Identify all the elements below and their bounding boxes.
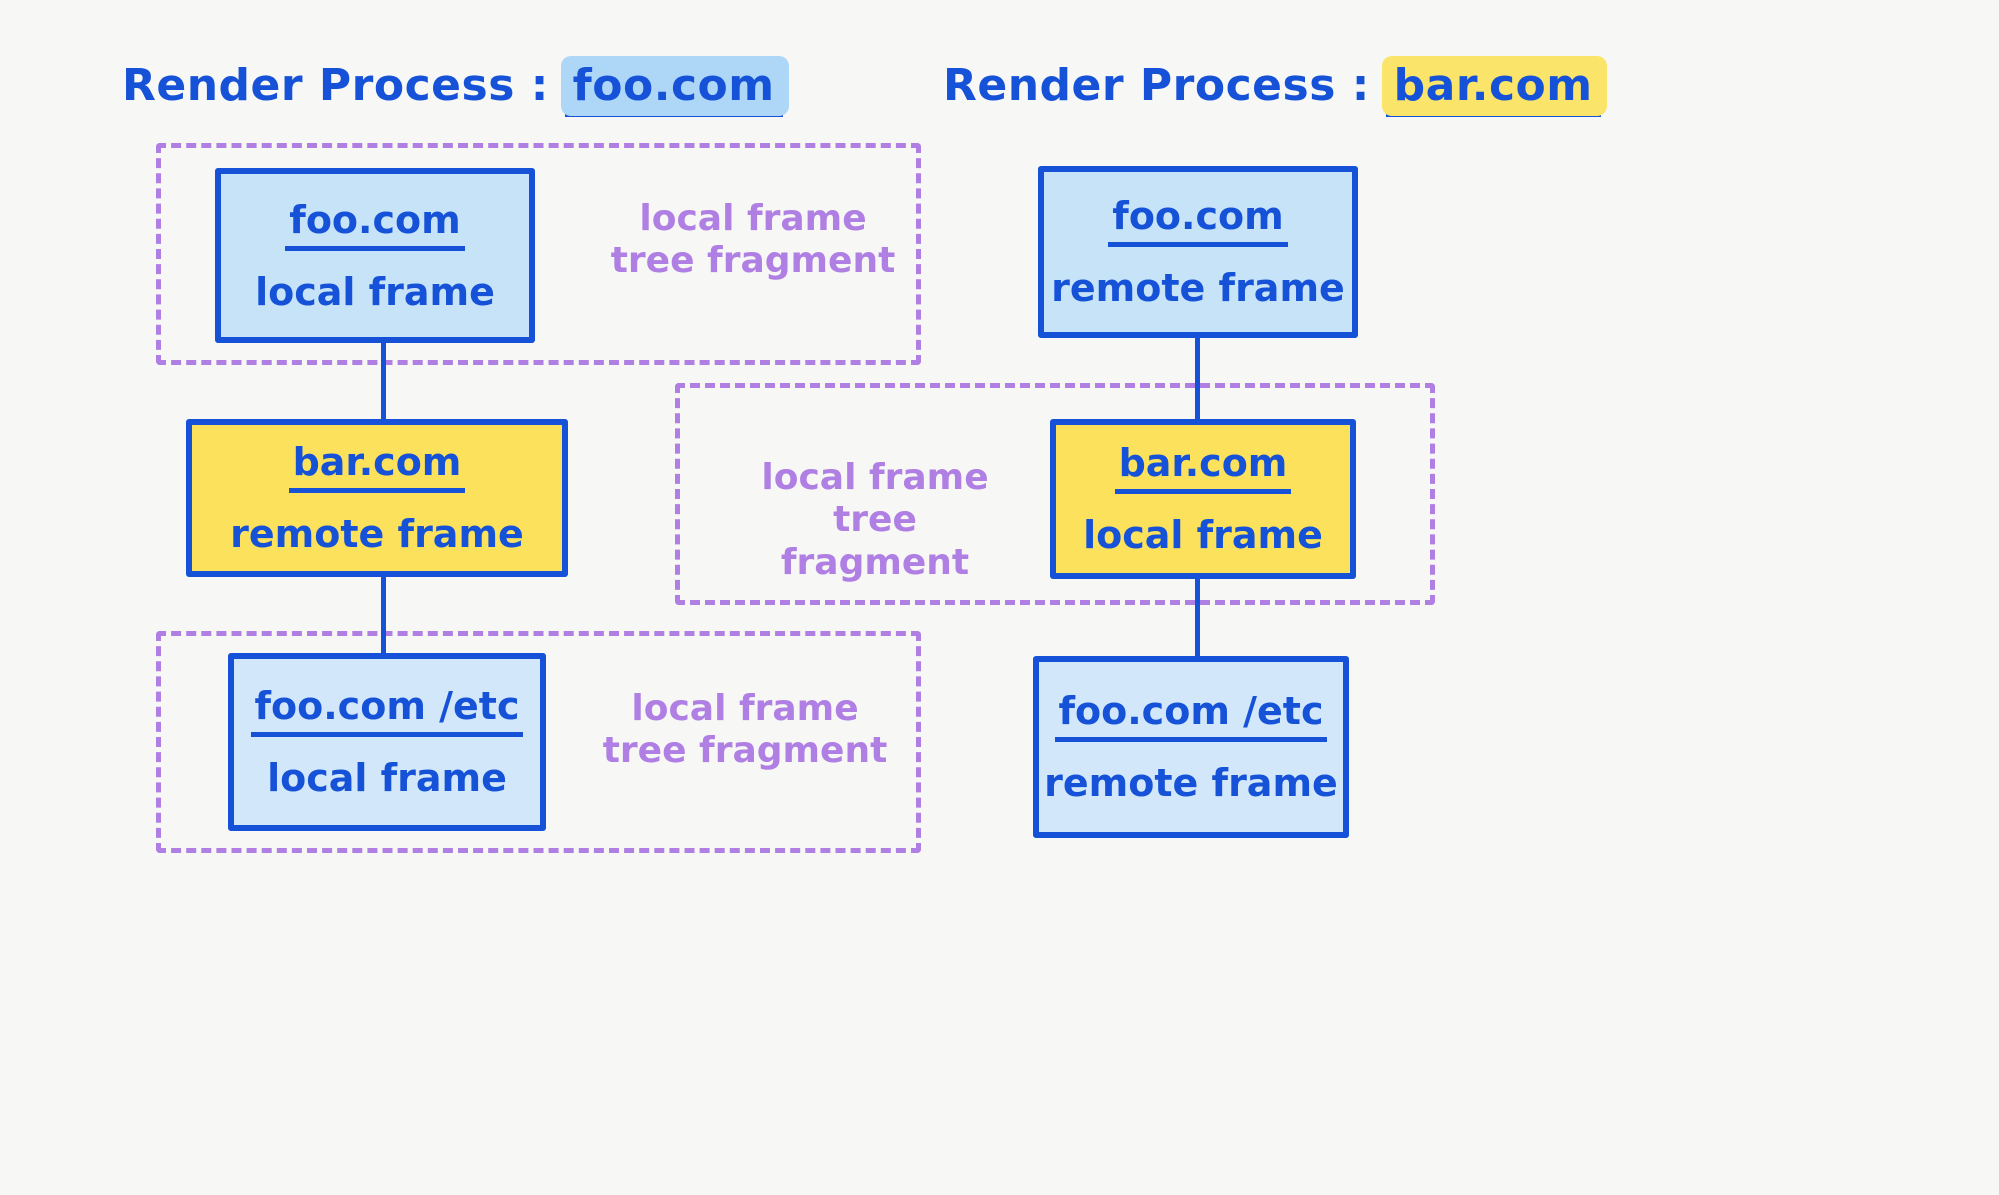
annotation-middle: local frame tree fragment — [761, 457, 989, 583]
right-node-2-kind: local frame — [1083, 513, 1323, 557]
right-node-1-domain: foo.com — [1108, 197, 1288, 247]
left-node-1-kind: local frame — [255, 269, 495, 314]
left-process-title-prefix: Render Process : — [122, 60, 565, 111]
right-node-2-domain: bar.com — [1114, 444, 1292, 494]
left-connector-1-2 — [381, 341, 386, 425]
left-node-3-domain: foo.com /etc — [250, 687, 524, 737]
right-process-title-prefix: Render Process : — [943, 60, 1386, 111]
left-fragment-bottom — [156, 631, 921, 853]
left-fragment-top — [156, 143, 921, 365]
annotation-left-bottom: local frame tree fragment — [602, 688, 888, 772]
middle-fragment — [675, 383, 1435, 605]
left-node-3-kind: local frame — [267, 756, 507, 800]
right-node-1-kind: remote frame — [1051, 266, 1345, 310]
left-connector-2-3 — [381, 574, 386, 658]
left-process-title-target: foo.com — [560, 56, 789, 117]
left-node-2-domain: bar.com — [288, 443, 466, 493]
left-process-title: Render Process : foo.com — [122, 56, 789, 117]
right-connector-1-2 — [1195, 335, 1200, 421]
right-node-fooetc-remote[interactable]: foo.com /etc remote frame — [1033, 656, 1349, 838]
right-node-3-domain: foo.com /etc — [1054, 692, 1328, 742]
right-node-3-kind: remote frame — [1044, 761, 1338, 805]
left-node-foo-local[interactable]: foo.com local frame — [215, 168, 535, 343]
left-node-2-kind: remote frame — [230, 512, 524, 556]
left-node-bar-remote[interactable]: bar.com remote frame — [186, 419, 568, 577]
right-process-title-target: bar.com — [1381, 56, 1607, 117]
right-process-title: Render Process : bar.com — [943, 56, 1607, 117]
right-connector-2-3 — [1195, 576, 1200, 660]
right-node-bar-local[interactable]: bar.com local frame — [1050, 419, 1356, 579]
right-node-foo-remote[interactable]: foo.com remote frame — [1038, 166, 1358, 338]
left-node-fooetc-local[interactable]: foo.com /etc local frame — [228, 653, 546, 831]
annotation-left-top: local frame tree fragment — [610, 198, 896, 282]
left-node-1-domain: foo.com — [285, 201, 465, 251]
